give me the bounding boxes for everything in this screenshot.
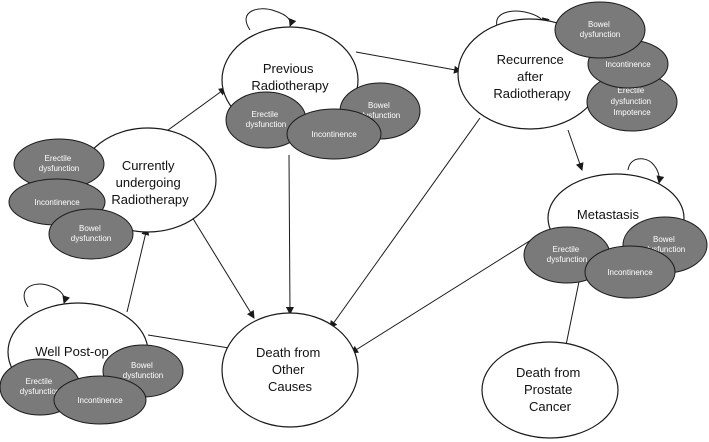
- complication-label-line: Incontinence: [605, 60, 651, 69]
- edge-recurrence-to-metastasis: [567, 129, 584, 171]
- complication-label-line: dysfunction: [645, 245, 685, 254]
- edge-current-to-previous: [163, 87, 227, 134]
- complication-incontinence: Incontinence: [286, 108, 382, 160]
- state-label-line: Radiotherapy: [251, 78, 329, 93]
- state-label-line: Other: [272, 362, 305, 377]
- state-label-line: Well Post-op: [35, 344, 108, 359]
- complication-label-line: Erectile: [618, 86, 645, 95]
- edge-current-to-death-other: [191, 216, 255, 319]
- state-label-line: after: [517, 69, 544, 84]
- svg-text:Incontinence: Incontinence: [605, 60, 651, 69]
- svg-text:Incontinence: Incontinence: [607, 268, 653, 277]
- self-loop-metastasis: [627, 158, 665, 184]
- svg-text:Erectile dysfunction: Erectile dysfunction: [39, 154, 79, 173]
- complication-label-line: Erectile: [26, 377, 53, 386]
- complication-label-line: dysfunction: [39, 164, 79, 173]
- svg-text:Bowel dysfunction: Bowel dysfunction: [71, 224, 111, 243]
- svg-text:Incontinence: Incontinence: [77, 396, 123, 405]
- complication-label-line: dysfunction: [580, 30, 620, 39]
- svg-text:Recurrence after R: Recurrence after Radiotherapy: [493, 52, 571, 101]
- self-loop-previous: [245, 8, 297, 31]
- svg-text:Erectile dysfunction: Erectile dysfunction: [246, 110, 286, 129]
- edge-previous-to-death-other: [285, 154, 294, 315]
- svg-text:Bowel dysfunction: Bowel dysfunction: [123, 361, 163, 380]
- complication-label-line: Bowel: [653, 235, 675, 244]
- complication-label-line: dysfunction: [360, 111, 400, 120]
- state-death-prostate-cancer: Death from Prostate Cancer: [481, 341, 619, 439]
- svg-text:Bowel dysfunction: Bowel dysfunction: [645, 235, 685, 254]
- state-label-line: Causes: [268, 379, 313, 394]
- complication-label-line: dysfunction: [611, 97, 651, 106]
- state-label-line: Cancer: [529, 399, 572, 414]
- svg-text:Well Post-op: Well Post-op: [35, 344, 108, 359]
- svg-text:Incontinence: Incontinence: [34, 198, 80, 207]
- complication-label-line: Incontinence: [77, 396, 123, 405]
- complication-label-line: Bowel: [368, 101, 390, 110]
- complication-label-line: Bowel: [588, 20, 610, 29]
- complication-label-line: Erectile: [553, 245, 580, 254]
- complication-label-line: dysfunction: [123, 371, 163, 380]
- complication-label-line: dysfunction: [547, 255, 587, 264]
- complication-label-line: Bowel: [131, 361, 153, 370]
- complication-label-line: Erectile: [45, 154, 72, 163]
- svg-text:Previous Radiotherapy: Previous Radiotherapy: [251, 61, 329, 93]
- svg-text:Currently undergoing: Currently undergoing Radiotherapy: [111, 158, 189, 207]
- svg-text:Erectile dysfunction: Erectile dysfunction: [547, 245, 587, 264]
- svg-text:Incontinence: Incontinence: [311, 130, 357, 139]
- edge-previous-to-recurrence: [355, 51, 462, 74]
- complication-label-line: Incontinence: [34, 198, 80, 207]
- complication-label-line: Bowel: [79, 224, 101, 233]
- state-label-line: Radiotherapy: [111, 192, 189, 207]
- state-label-line: Death from: [256, 345, 320, 360]
- state-label-line: Death from: [516, 365, 580, 380]
- edge-recurrence-to-death-other: [329, 117, 481, 329]
- state-label-line: Metastasis: [577, 207, 640, 222]
- state-label-line: Prostate: [524, 382, 572, 397]
- state-label-line: undergoing: [116, 175, 181, 190]
- transition-edges: [23, 8, 665, 355]
- complication-incontinence: Incontinence: [53, 375, 147, 425]
- state-label-line: Recurrence: [497, 52, 564, 67]
- svg-text:Erectile dysfunction: Erectile dysfunction Impotence: [611, 86, 654, 117]
- svg-text:Bowel dysfunction: Bowel dysfunction: [360, 101, 400, 120]
- self-loop-well: [23, 283, 71, 308]
- svg-text:Erectile dysfunction: Erectile dysfunction: [20, 377, 60, 396]
- edge-metastasis-to-death-other: [350, 229, 548, 354]
- complication-label-line: Incontinence: [607, 268, 653, 277]
- state-death-other-causes: Death from Other Causes: [221, 312, 359, 428]
- complication-label-line: dysfunction: [20, 387, 60, 396]
- complication-label-line: Impotence: [613, 108, 651, 117]
- complication-label-line: dysfunction: [71, 234, 111, 243]
- complication-label-line: Erectile: [252, 110, 279, 119]
- edge-well-to-current: [126, 227, 150, 313]
- state-label-line: Currently: [122, 158, 175, 173]
- complication-label-line: dysfunction: [246, 120, 286, 129]
- svg-text:Death from Prostate: Death from Prostate Cancer: [516, 365, 584, 414]
- complication-bowel-dysfunction: Bowel dysfunction: [48, 208, 134, 260]
- svg-text:Death from Other C: Death from Other Causes: [256, 345, 324, 394]
- complication-label-line: Incontinence: [311, 130, 357, 139]
- complication-bowel-dysfunction: Bowel dysfunction: [554, 1, 646, 59]
- complication-incontinence: Incontinence: [584, 245, 676, 299]
- svg-text:Metastasis: Metastasis: [577, 207, 640, 222]
- state-label-line: Radiotherapy: [493, 86, 571, 101]
- svg-text:Bowel dysfunction: Bowel dysfunction: [580, 20, 620, 39]
- state-label-line: Previous: [263, 61, 314, 76]
